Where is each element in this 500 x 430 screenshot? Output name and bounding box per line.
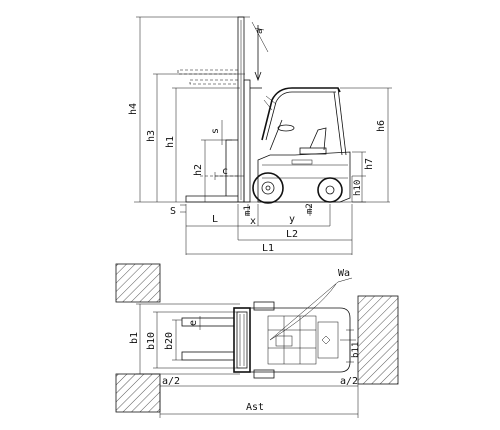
- label-b11: b11: [351, 342, 361, 358]
- steering-and-seat: [263, 95, 327, 155]
- label-s: s: [210, 128, 221, 134]
- wall-bottom-left: [115, 373, 161, 413]
- top-view-labels: Wa b1 b10 b20 e b11 a/2 a/2 Ast: [129, 268, 361, 413]
- label-L2: L2: [286, 229, 298, 240]
- wall-right: [357, 295, 399, 385]
- label-a2-right: a/2: [340, 376, 358, 387]
- b11-dimension: [346, 329, 354, 363]
- wheels: [252, 172, 343, 204]
- label-m2: m2: [305, 203, 315, 214]
- tilt-arrows: [251, 21, 269, 82]
- label-L: L: [212, 214, 218, 225]
- top-view: [115, 263, 399, 418]
- right-height-dimensions: [340, 87, 392, 203]
- label-Wa: Wa: [338, 268, 350, 279]
- label-S: S: [170, 206, 176, 217]
- carriage-top: [233, 307, 251, 373]
- label-b1: b1: [129, 332, 140, 344]
- label-e: e: [188, 320, 199, 326]
- label-Ast: Ast: [246, 402, 264, 413]
- label-h4: h4: [128, 103, 139, 115]
- label-a2-left: a/2: [162, 376, 180, 387]
- lowered-forks: [185, 139, 238, 203]
- label-y: y: [289, 214, 295, 225]
- length-dimensions: [180, 204, 353, 255]
- label-x: x: [250, 216, 256, 227]
- wall-top-left: [115, 263, 161, 303]
- mast: [237, 16, 262, 203]
- label-a: a: [255, 29, 265, 34]
- label-b10: b10: [146, 332, 157, 350]
- label-h10: h10: [353, 180, 363, 196]
- truck-body: [257, 151, 351, 203]
- raised-forks: [177, 69, 238, 85]
- label-L1: L1: [262, 243, 274, 254]
- label-m1: m1: [243, 205, 253, 216]
- label-h3: h3: [146, 130, 157, 142]
- truck-body-top: [249, 301, 351, 379]
- side-view: [134, 16, 392, 255]
- label-h6: h6: [376, 120, 387, 132]
- label-h7: h7: [364, 158, 375, 170]
- label-h2: h2: [193, 164, 204, 176]
- turning-radius: [269, 277, 356, 341]
- side-view-labels: h4 h3 h1 h2 s c a S L m1 x y m2 L2 L1 h6…: [128, 29, 387, 254]
- width-dimension-lines: [136, 303, 359, 418]
- label-c: c: [222, 166, 228, 177]
- label-h1: h1: [165, 136, 176, 148]
- overhead-guard: [261, 87, 347, 156]
- label-b20: b20: [164, 332, 175, 350]
